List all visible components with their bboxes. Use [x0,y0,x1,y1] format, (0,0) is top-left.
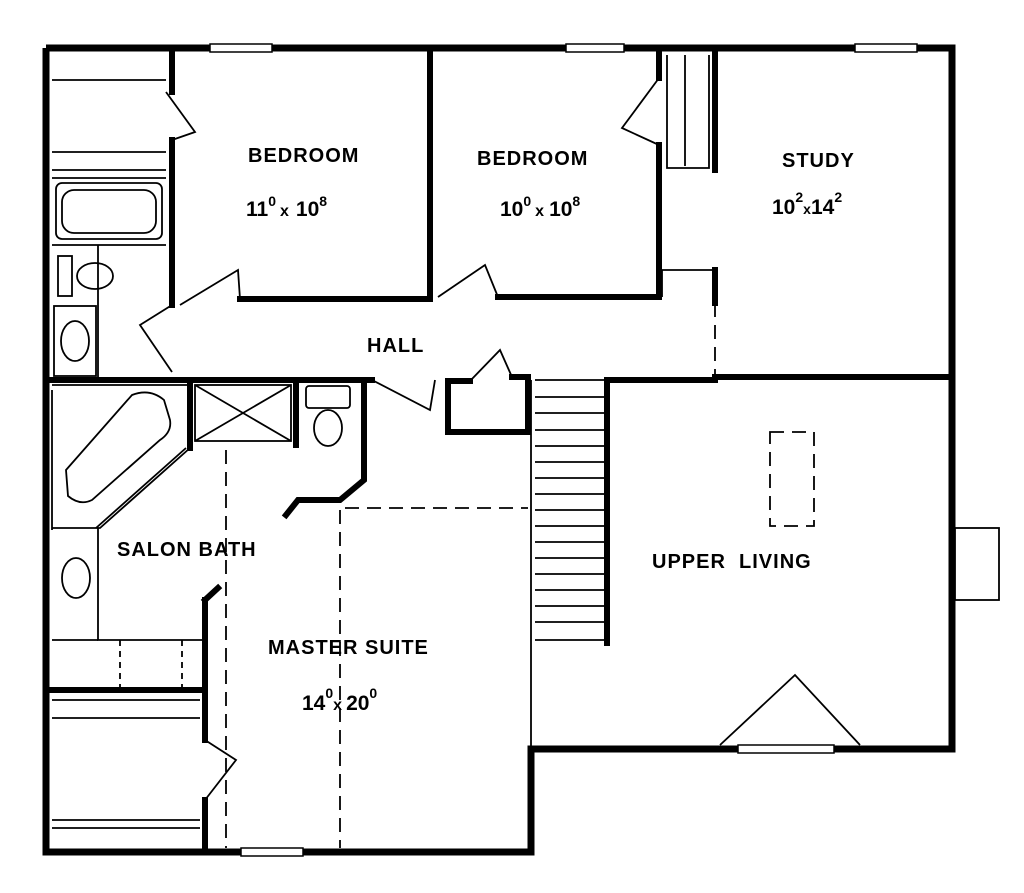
windows [209,43,918,857]
fixtures [51,55,861,829]
dashed-lines [225,303,815,848]
hall-name: HALL [367,335,424,357]
master-suite-name: MASTER SUITE [268,637,429,659]
exterior-walls [42,44,956,856]
salon-bath-name: SALON BATH [117,539,257,561]
study-name: STUDY [782,150,855,172]
bedroom2-name: BEDROOM [477,148,588,170]
bedroom1-name: BEDROOM [248,145,359,167]
upper-living-name: UPPER LIVING [652,551,812,573]
interior-walls [43,49,955,851]
bay-bumpout [954,527,1000,601]
study-dimensions: 102x142 [772,189,842,219]
